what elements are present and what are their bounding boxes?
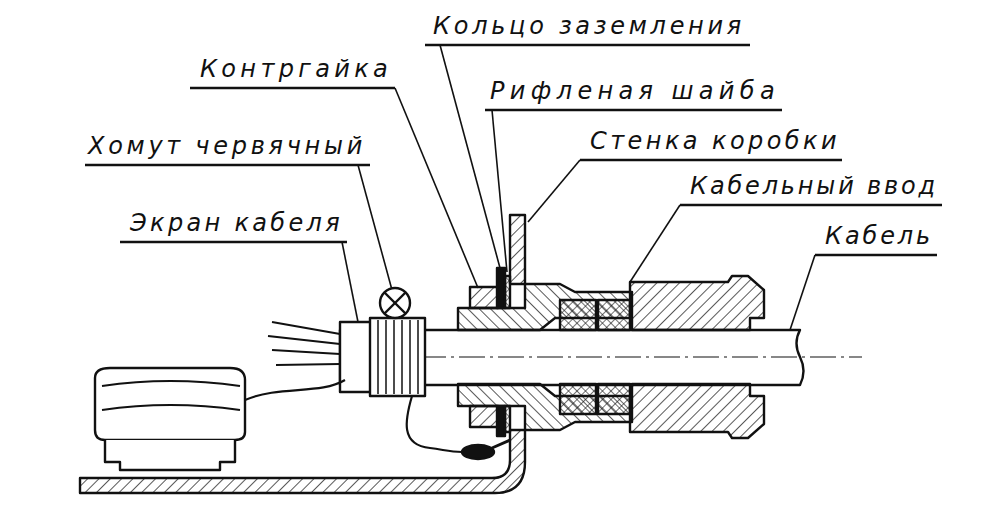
callout-label: Кабель <box>825 221 933 251</box>
callout-label: Кабельный ввод <box>690 171 938 201</box>
callout-label: Стенка коробки <box>590 126 840 156</box>
callout-label: Хомут червячный <box>88 131 366 161</box>
callout-label: Кольцо заземления <box>433 11 745 41</box>
callout-label: Рифленая шайба <box>490 76 780 106</box>
callout-label: Экран кабеля <box>130 208 343 238</box>
callout-label: Контргайка <box>200 54 392 84</box>
